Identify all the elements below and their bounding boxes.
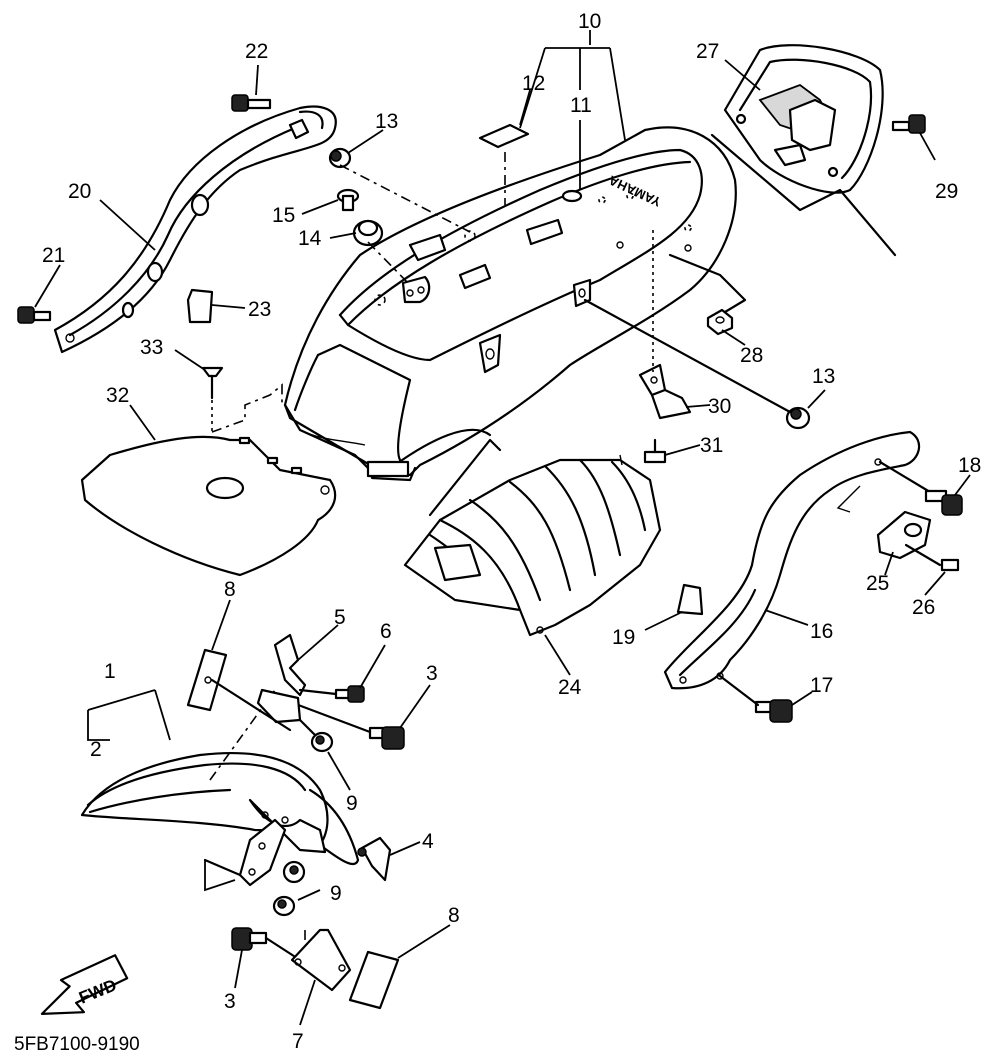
part-1-front-fender [80, 751, 360, 866]
part-6-bolt [334, 685, 365, 703]
part-26-screw [940, 558, 960, 572]
callout-13-top: 13 [375, 110, 398, 133]
callout-14: 14 [298, 227, 322, 250]
callout-8-lower: 8 [448, 904, 460, 927]
part-13-collar-right [785, 406, 811, 430]
part-12-emblem-plate [478, 123, 530, 149]
part-17-bolt [754, 699, 793, 723]
part-19-pad [676, 583, 704, 616]
part-9-nut-top [310, 731, 334, 753]
fender-stay-upper [256, 688, 302, 724]
callout-numbers: 10 12 11 22 13 15 14 20 21 23 33 32 27 2… [14, 10, 981, 1055]
callout-7: 7 [292, 1030, 304, 1053]
callout-16: 16 [810, 620, 833, 643]
part-4-clamp [357, 836, 392, 882]
part-14-grommet [352, 219, 384, 247]
part-32-inner-panel [80, 435, 337, 577]
diagram-code: 5FB7100-9190 [14, 1034, 140, 1055]
part-5-bracket [273, 633, 307, 697]
callout-20: 20 [68, 180, 91, 203]
part-24-inner-fender [403, 454, 662, 637]
callout-28: 28 [740, 344, 763, 367]
part-33-screw [201, 366, 224, 400]
callout-5: 5 [334, 606, 346, 629]
callout-22: 22 [245, 40, 268, 63]
part-31-screw [643, 438, 667, 464]
part-21-bolt [17, 306, 52, 324]
callout-9-lower: 9 [330, 882, 342, 905]
part-27-tail-light [710, 44, 897, 257]
callout-2: 2 [90, 738, 102, 761]
part-20-left-rail [53, 105, 337, 354]
fwd-arrow-icon: FWD [40, 954, 129, 1015]
callout-15: 15 [272, 204, 295, 227]
callout-10: 10 [578, 10, 601, 33]
part-3-bolt-lower [231, 927, 268, 951]
callout-27: 27 [696, 40, 719, 63]
part-7-bracket [290, 928, 352, 992]
callout-19: 19 [612, 626, 635, 649]
callout-3-lower: 3 [224, 990, 236, 1013]
callout-17: 17 [810, 674, 833, 697]
callout-30: 30 [708, 395, 731, 418]
part-16-right-rail [663, 430, 921, 690]
leader-lines [34, 30, 971, 1026]
part-9-nut-lower-a [282, 860, 306, 884]
part-22-bolt [231, 94, 272, 112]
part-18-bolt [924, 489, 963, 516]
callout-25: 25 [866, 572, 889, 595]
callout-21: 21 [42, 244, 65, 267]
callout-4: 4 [422, 830, 434, 853]
part-29-bolt [891, 114, 926, 134]
callout-11: 11 [570, 94, 592, 117]
callout-6: 6 [380, 620, 392, 643]
part-13-collar-top [328, 147, 352, 169]
callout-33: 33 [140, 336, 163, 359]
part-28-nut [706, 308, 734, 336]
part-30-bracket [638, 363, 692, 420]
fender-stay-lower [238, 818, 287, 887]
part-3-bolt-top [368, 726, 405, 750]
callout-3-top: 3 [426, 662, 438, 685]
callout-13-right: 13 [812, 365, 835, 388]
part-8-pad-top [186, 648, 228, 712]
callout-8-top: 8 [224, 578, 236, 601]
callout-32: 32 [106, 384, 129, 407]
callout-23: 23 [248, 298, 271, 321]
callout-1: 1 [104, 660, 116, 683]
part-15-washer [336, 188, 360, 212]
callout-29: 29 [935, 180, 958, 203]
callout-24: 24 [558, 676, 582, 699]
callout-18: 18 [958, 454, 981, 477]
part-8-pad-lower [348, 950, 400, 1010]
part-9-nut-lower-b [272, 895, 296, 917]
callout-9-top: 9 [346, 792, 358, 815]
callout-12: 12 [522, 72, 545, 95]
part-23-pad [186, 288, 214, 324]
part-25-bracket [876, 510, 932, 560]
part-10-rear-fender: YAMAHA [283, 126, 737, 482]
callout-31: 31 [700, 434, 723, 457]
callout-26: 26 [912, 596, 935, 619]
